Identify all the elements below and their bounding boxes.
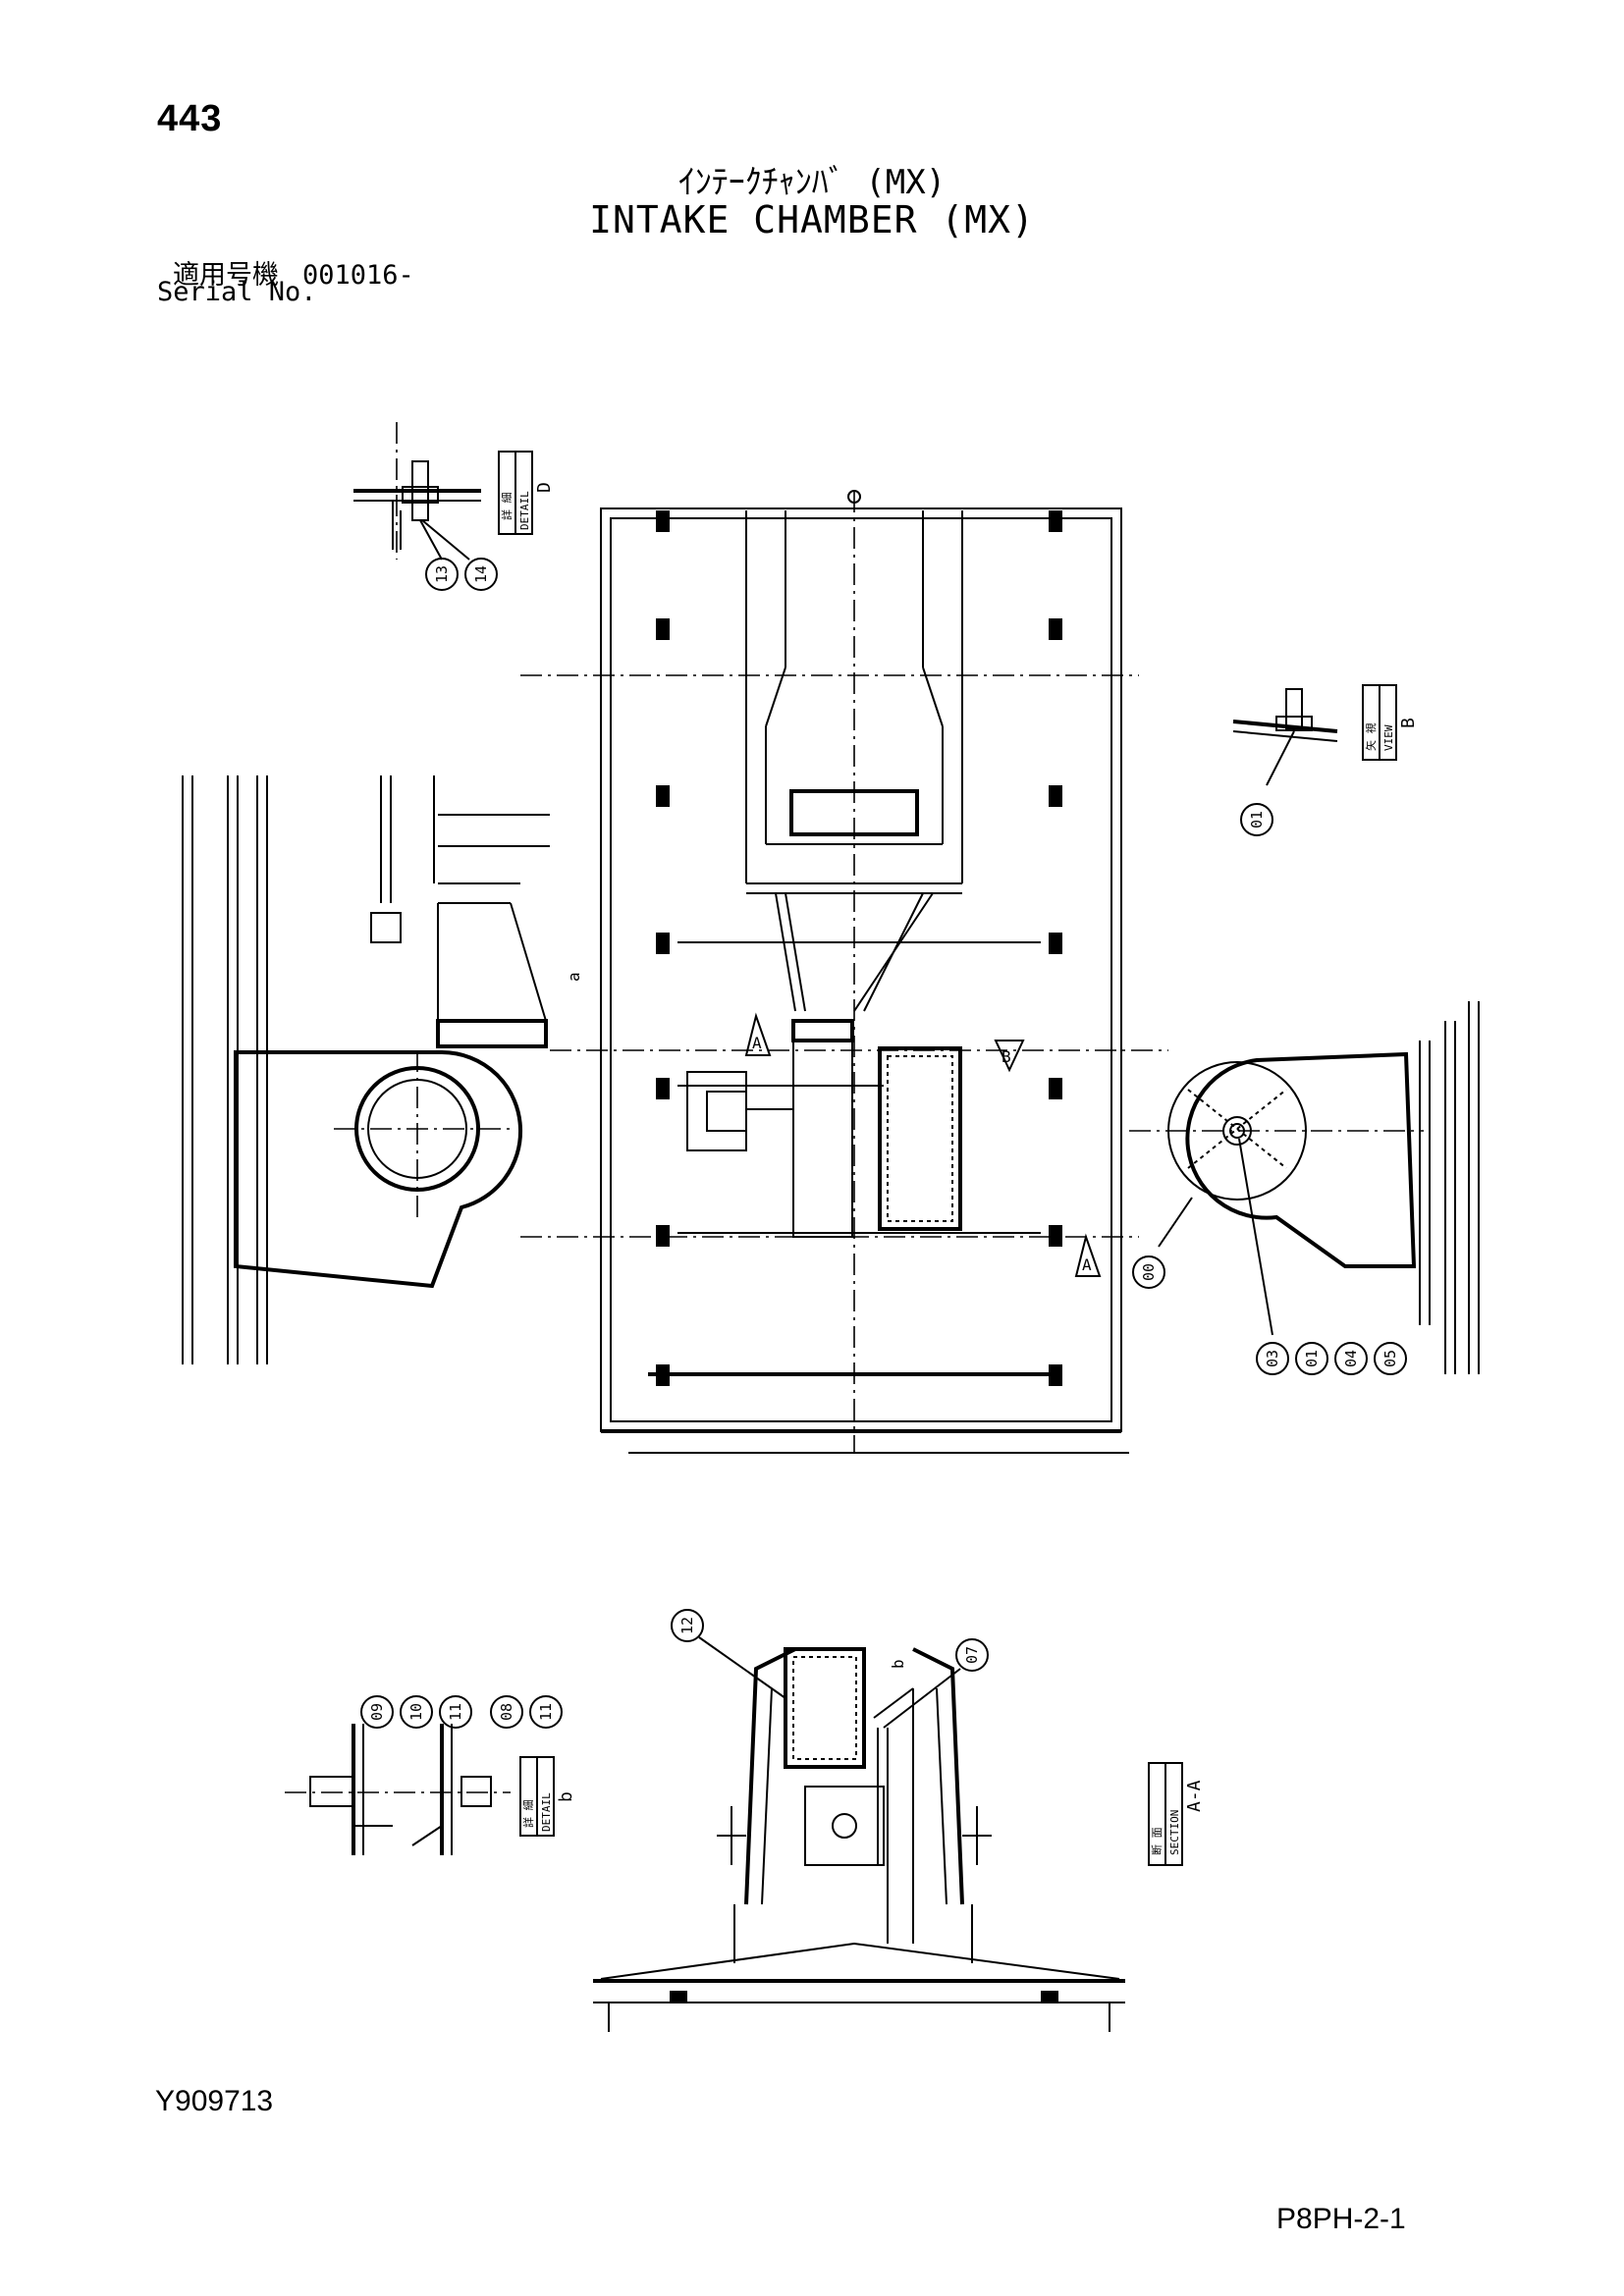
view-b-label-jp: 矢 視	[1364, 722, 1378, 751]
detail-d-balloons: 13 14	[425, 558, 498, 591]
section-aa-letter: A-A	[1184, 1780, 1205, 1812]
view-b-label-en: VIEW	[1382, 724, 1395, 751]
section-aa-tag: 断 面 SECTION A-A	[1148, 1762, 1205, 1866]
balloon-10: 10	[407, 1703, 425, 1721]
view-b-letter: B	[1398, 718, 1419, 728]
section-aa-view	[593, 1647, 1125, 2032]
right-side-view	[1129, 1001, 1480, 1374]
view-b-tag: 矢 視 VIEW B	[1362, 684, 1419, 761]
serial-label-english: Serial No.	[157, 277, 317, 307]
detail-b-label-en: DETAIL	[540, 1792, 553, 1832]
serial-value: 001016-	[302, 260, 414, 291]
left-side-view	[182, 775, 550, 1364]
page-code: P8PH-2-1	[1276, 2203, 1406, 2235]
view-arrow-b: B	[994, 1040, 1025, 1073]
section-aa-balloons: 12 07	[671, 1609, 989, 1729]
detail-d-label-jp: 詳 細	[500, 492, 514, 520]
view-b-balloons: 01	[1240, 803, 1273, 836]
title-english: INTAKE CHAMBER (MX)	[589, 198, 1035, 241]
section-arrow-a-1: A	[744, 1012, 772, 1056]
section-aa-label-en: SECTION	[1168, 1810, 1181, 1855]
document-id: Y909713	[155, 2085, 274, 2117]
balloon-04: 04	[1342, 1350, 1360, 1367]
arrow-b-label: B	[1001, 1047, 1011, 1066]
detail-b-letter: b	[556, 1791, 576, 1802]
balloon-11-b: 11	[537, 1703, 555, 1721]
detail-b-view	[285, 1724, 511, 1855]
detail-d-tag: 詳 細 DETAIL D	[498, 451, 555, 535]
detail-d-letter: D	[534, 482, 555, 493]
balloon-07: 07	[963, 1646, 981, 1664]
balloon-12: 12	[678, 1617, 696, 1634]
serial-row-japanese: 適用号機 001016-	[173, 253, 414, 292]
serial-label-japanese: 適用号機	[173, 260, 279, 291]
detail-b-tag: 詳 細 DETAIL b	[519, 1756, 576, 1837]
balloon-00: 00	[1140, 1263, 1158, 1281]
lead-label-a: a	[565, 972, 583, 982]
lead-label-b: b	[889, 1659, 907, 1669]
balloon-03: 03	[1264, 1350, 1281, 1367]
arrow-a1-label: A	[752, 1034, 762, 1052]
balloon-11-a: 11	[447, 1703, 464, 1721]
main-plan-view: A B A	[520, 490, 1168, 1454]
balloon-13: 13	[433, 565, 451, 583]
detail-d-view	[353, 422, 481, 561]
balloon-08: 08	[498, 1703, 515, 1721]
view-b-detail	[1232, 688, 1338, 786]
detail-b-balloons: 09 10 11 08 11	[360, 1695, 563, 1729]
balloon-09: 09	[368, 1703, 386, 1721]
edge-brackets	[656, 510, 1062, 1386]
section-aa-label-jp: 断 面	[1150, 1827, 1164, 1855]
page-number: 443	[157, 98, 223, 139]
title-japanese: ｲﾝﾃｰｸﾁｬﾝﾊﾞ (MX)	[677, 163, 947, 202]
detail-d-label-en: DETAIL	[518, 491, 531, 530]
balloon-05: 05	[1381, 1350, 1399, 1367]
section-arrow-a-2: A	[1074, 1233, 1102, 1277]
arrow-a2-label: A	[1082, 1255, 1092, 1274]
balloon-01-a: 01	[1248, 811, 1266, 828]
detail-b-label-jp: 詳 細	[521, 1799, 535, 1828]
balloon-01-b: 01	[1303, 1350, 1321, 1367]
right-view-balloons: 00 03 01 04 05	[1132, 1255, 1407, 1375]
balloon-14: 14	[472, 565, 490, 583]
